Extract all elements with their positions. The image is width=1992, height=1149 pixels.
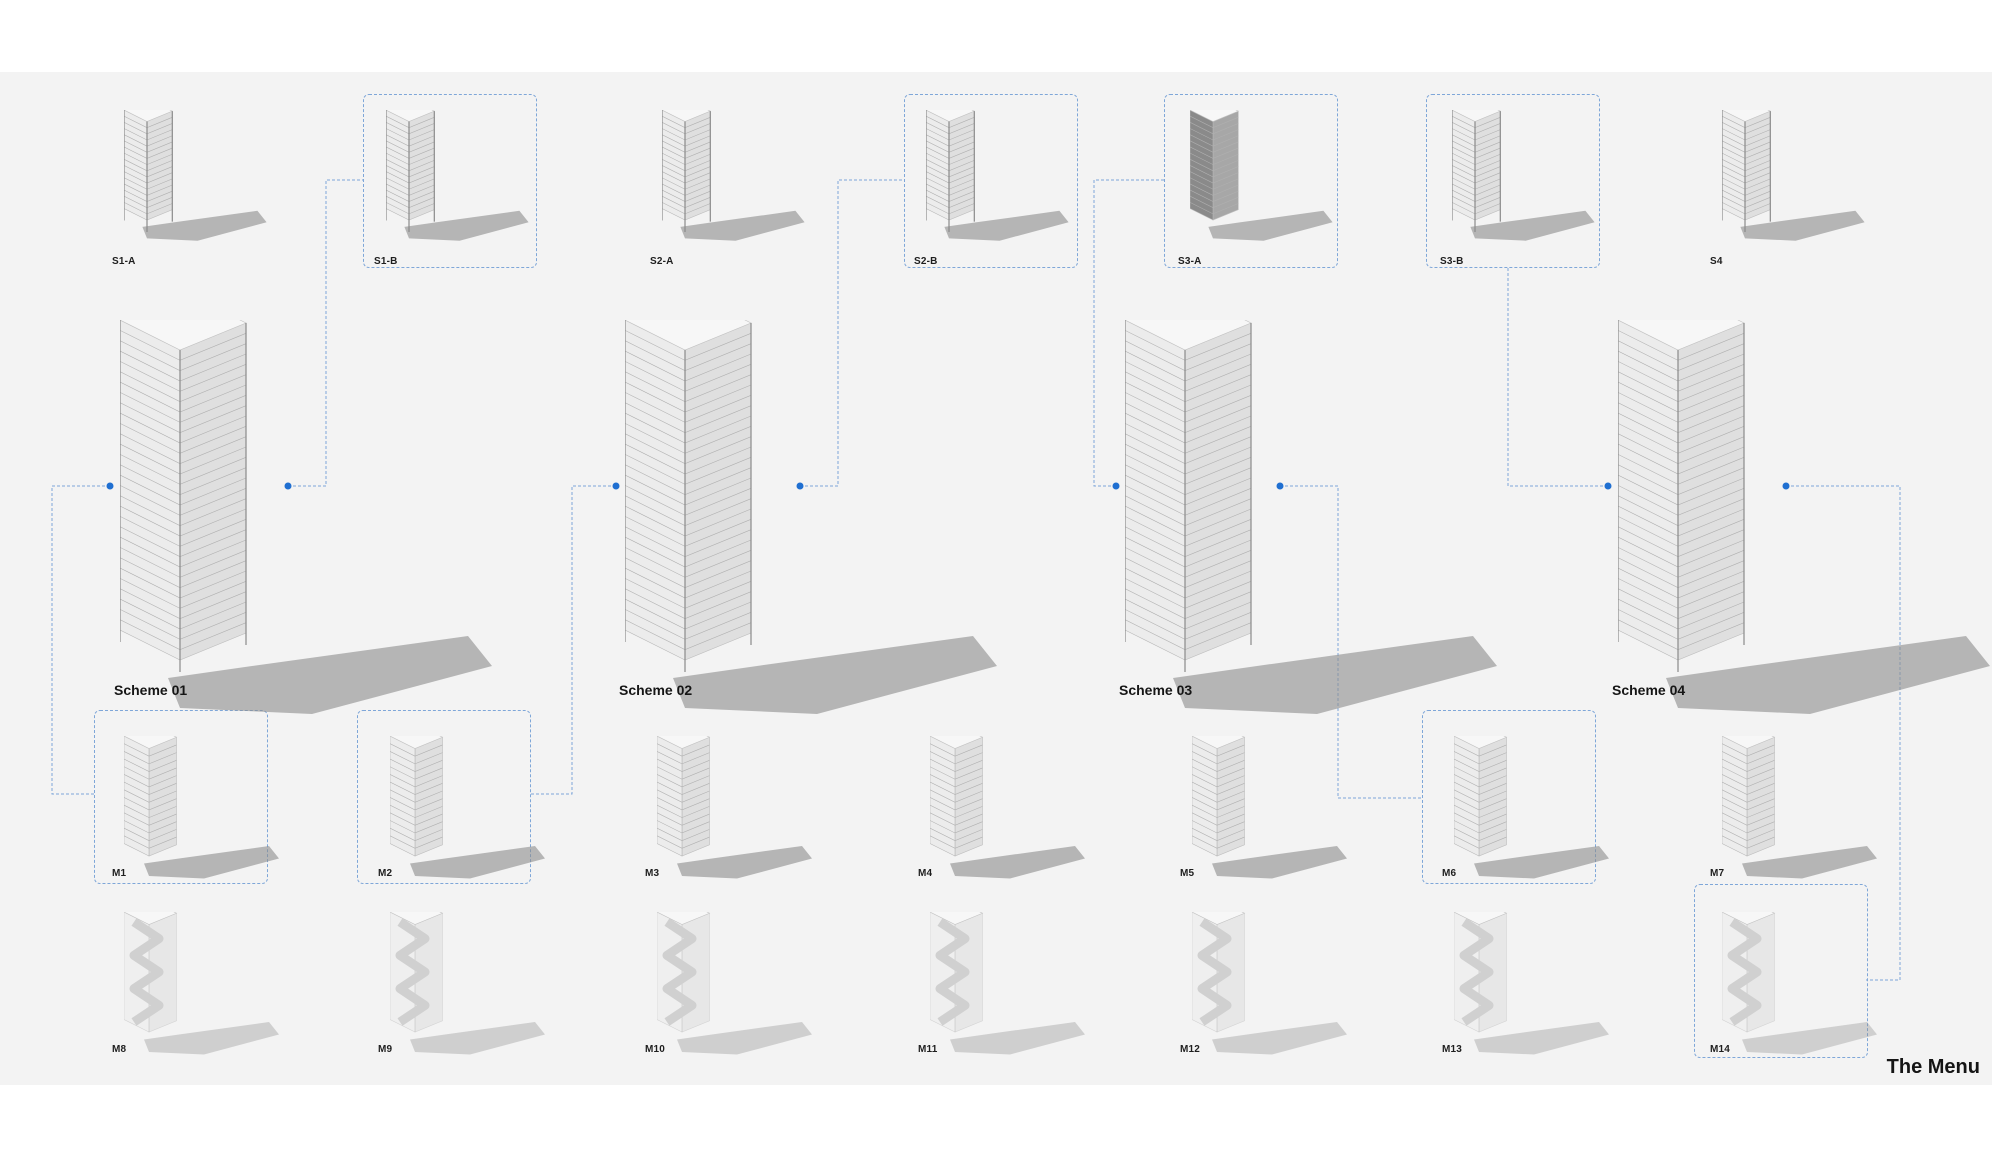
- structural-option-illustration: [124, 110, 267, 241]
- structural-option-label: S2-A: [650, 256, 674, 267]
- massing-label: M1: [112, 868, 127, 879]
- massing-label: M11: [918, 1044, 938, 1055]
- structural-option-label: S3-A: [1178, 256, 1202, 267]
- selection-box-m1: [94, 710, 268, 884]
- structural-option-illustration: [926, 110, 1069, 241]
- scheme-label: Scheme 01: [114, 682, 188, 698]
- massing-illustration: [1454, 736, 1609, 879]
- selection-box-m6: [1422, 710, 1596, 884]
- massing-illustration: [1722, 736, 1877, 879]
- core-massing-illustration: [124, 912, 279, 1055]
- core-massing-illustration: [1454, 912, 1609, 1055]
- selection-box-m2: [357, 710, 531, 884]
- scheme-label: Scheme 02: [619, 682, 693, 698]
- structural-option-label: S4: [1710, 256, 1723, 267]
- scheme-tower-illustration: [120, 320, 492, 714]
- structural-option-illustration: [1722, 110, 1865, 241]
- massing-label: M9: [378, 1044, 393, 1055]
- selection-box-s1b: [363, 94, 537, 268]
- structural-option-label: S3-B: [1440, 256, 1464, 267]
- page-title: The Menu: [1886, 1056, 1980, 1078]
- massing-illustration: [930, 736, 1085, 879]
- scheme-tower-illustration: [1618, 320, 1990, 714]
- massing-label: M7: [1710, 868, 1725, 879]
- structural-option-label: S1-B: [374, 256, 398, 267]
- massing-label: M12: [1180, 1044, 1201, 1055]
- massing-label: M4: [918, 868, 933, 879]
- massing-label: M8: [112, 1044, 127, 1055]
- massing-label: M13: [1442, 1044, 1463, 1055]
- core-massing-illustration: [657, 912, 812, 1055]
- structural-option-illustration: [1452, 110, 1595, 241]
- structural-option-label: S2-B: [914, 256, 938, 267]
- scheme-tower-illustration: [1125, 320, 1497, 714]
- massing-illustration: [1192, 736, 1347, 879]
- core-massing-illustration: [1722, 912, 1877, 1055]
- selection-box-s3a: [1164, 94, 1338, 268]
- massing-label: M6: [1442, 868, 1457, 879]
- massing-illustration: [124, 736, 279, 879]
- selection-box-s2b: [904, 94, 1078, 268]
- massing-illustration: [657, 736, 812, 879]
- core-massing-illustration: [1192, 912, 1347, 1055]
- scheme-tower-illustration: [625, 320, 997, 714]
- structural-option-label: S1-A: [112, 256, 136, 267]
- massing-illustration: [390, 736, 545, 879]
- core-massing-illustration: [930, 912, 1085, 1055]
- structural-option-illustration: [662, 110, 805, 241]
- massing-label: M5: [1180, 868, 1195, 879]
- structural-option-illustration: [386, 110, 529, 241]
- core-massing-illustration: [390, 912, 545, 1055]
- structural-option-illustration: [1190, 110, 1333, 241]
- massing-label: M3: [645, 868, 660, 879]
- massing-label: M2: [378, 868, 393, 879]
- scheme-label: Scheme 03: [1119, 682, 1193, 698]
- scheme-label: Scheme 04: [1612, 682, 1686, 698]
- massing-label: M10: [645, 1044, 666, 1055]
- massing-label: M14: [1710, 1044, 1731, 1055]
